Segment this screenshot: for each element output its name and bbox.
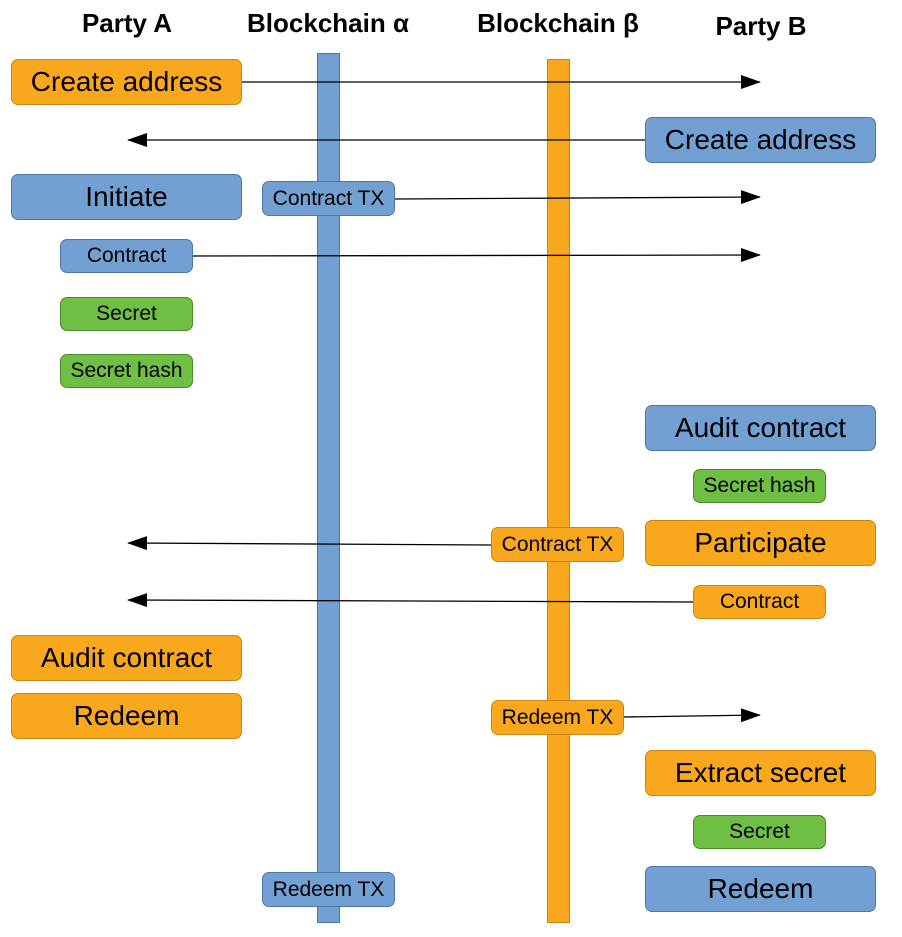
header-party-b: Party B bbox=[715, 11, 807, 41]
header-blockchain-beta: Blockchain β bbox=[477, 8, 639, 38]
b-create-address-step: Create address bbox=[645, 117, 876, 163]
b-audit-contract-step: Audit contract bbox=[645, 405, 876, 451]
beta-redeem-tx: Redeem TX bbox=[491, 700, 624, 735]
a-initiate-step: Initiate bbox=[11, 174, 242, 220]
b-extract-secret-step: Extract secret bbox=[645, 750, 876, 796]
blockchain-alpha-lane bbox=[317, 53, 340, 923]
alpha-redeem-tx: Redeem TX bbox=[262, 872, 395, 907]
a-contract-item: Contract bbox=[60, 239, 193, 273]
arrow-alpha-contract-tx-to-b bbox=[394, 190, 761, 205]
arrow-beta-contract-tx-to-a bbox=[127, 536, 492, 551]
arrow-beta-redeem-tx-to-b bbox=[623, 708, 761, 723]
a-create-address-step: Create address bbox=[11, 59, 242, 105]
alpha-contract-tx: Contract TX bbox=[262, 181, 395, 216]
arrow-b-contract-to-a bbox=[127, 593, 694, 608]
beta-contract-tx: Contract TX bbox=[491, 527, 624, 562]
arrow-a-contract-to-b bbox=[192, 248, 761, 263]
header-blockchain-alpha: Blockchain α bbox=[247, 8, 409, 38]
b-participate-step: Participate bbox=[645, 520, 876, 566]
b-redeem-step: Redeem bbox=[645, 866, 876, 912]
header-party-a: Party A bbox=[81, 8, 173, 38]
a-secret-item: Secret bbox=[60, 297, 193, 331]
a-secret-hash-item: Secret hash bbox=[60, 354, 193, 388]
a-redeem-step: Redeem bbox=[11, 693, 242, 739]
a-audit-contract-step: Audit contract bbox=[11, 635, 242, 681]
b-contract-item: Contract bbox=[693, 585, 826, 619]
b-secret-hash-item: Secret hash bbox=[693, 469, 826, 503]
b-secret-item: Secret bbox=[693, 815, 826, 849]
